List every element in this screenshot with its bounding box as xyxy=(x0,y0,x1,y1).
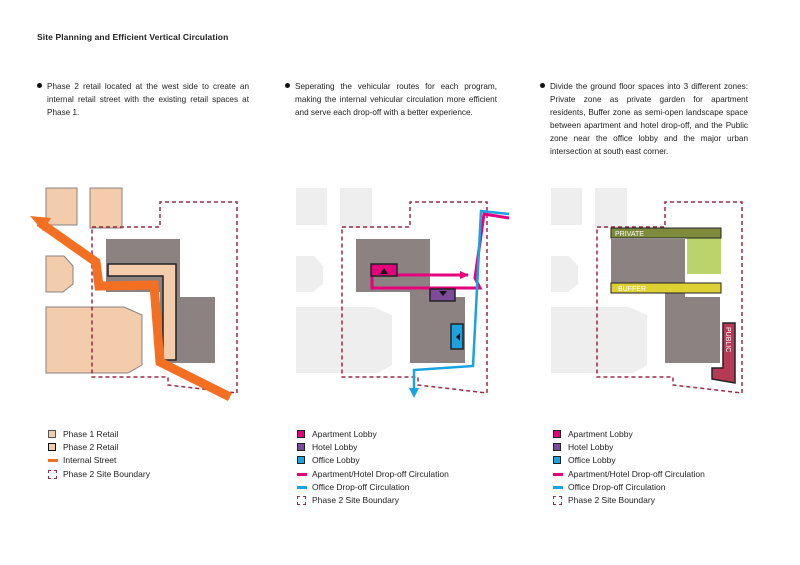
legend-item: Phase 2 Retail xyxy=(48,441,150,454)
legend-label: Office Drop-off Circulation xyxy=(568,481,666,492)
legend-item: Apartment/Hotel Drop-off Circulation xyxy=(553,468,705,481)
phase1-retail-block xyxy=(45,187,78,226)
office-lobby-swatch-icon xyxy=(297,456,305,465)
office-circulation-line-icon xyxy=(297,485,307,489)
bullet-retail: Phase 2 retail located at the west side … xyxy=(37,80,249,119)
lobby-arrow-icon xyxy=(439,291,447,296)
apartment-lobby-swatch-icon xyxy=(297,430,305,438)
legend-item: Apartment Lobby xyxy=(553,428,705,441)
legend-item: Office Drop-off Circulation xyxy=(553,481,705,494)
buffer-zone-bar xyxy=(610,282,722,294)
phase1-retail-block xyxy=(89,187,123,229)
office-circulation-line-icon xyxy=(553,485,563,489)
office-dropoff-circulation xyxy=(412,209,510,392)
private-zone-bar xyxy=(610,227,722,239)
legend-label: Apartment/Hotel Drop-off Circulation xyxy=(312,468,449,479)
legend-label: Phase 2 Retail xyxy=(63,442,119,453)
retail-diagram xyxy=(30,187,238,402)
hotel-lobby-swatch-icon xyxy=(553,443,561,452)
legend-retail: Phase 1 Retail Phase 2 Retail Internal S… xyxy=(48,428,150,481)
circulation-diagram xyxy=(296,188,510,398)
bullet-dot-icon xyxy=(37,83,42,88)
buffer-zone-label: BUFFER xyxy=(618,286,646,293)
legend-label: Internal Street xyxy=(63,455,117,466)
legend-item: Office Lobby xyxy=(553,454,705,467)
apartment-lobby-swatch-icon xyxy=(553,430,561,438)
context-block xyxy=(551,307,647,373)
legend-item: Hotel Lobby xyxy=(553,441,705,454)
circulation-arrow-icon xyxy=(409,388,419,398)
legend-label: Office Drop-off Circulation xyxy=(312,481,410,492)
site-boundary-swatch-icon xyxy=(553,495,562,505)
public-zone-label: PUBLIC xyxy=(724,327,731,352)
lobby-arrow-icon xyxy=(380,268,388,274)
site-boundary-swatch-icon xyxy=(297,495,306,505)
legend-label: Phase 2 Site Boundary xyxy=(63,468,150,479)
circulation-arrow-icon xyxy=(460,271,469,279)
apt-hotel-circulation-line-icon xyxy=(297,472,307,476)
legend-item: Phase 2 Site Boundary xyxy=(553,494,705,507)
legend-item: Phase 2 Site Boundary xyxy=(48,468,150,481)
context-block xyxy=(551,188,582,225)
legend-item: Phase 2 Site Boundary xyxy=(297,494,449,507)
internal-street-arrow-icon xyxy=(30,216,51,231)
legend-label: Phase 2 Site Boundary xyxy=(312,494,399,505)
phase2-building xyxy=(611,239,720,363)
legend-label: Phase 1 Retail xyxy=(63,429,119,439)
bullet-zones: Divide the ground floor spaces into 3 di… xyxy=(540,80,748,159)
context-block xyxy=(595,188,627,228)
bullet-text: Phase 2 retail located at the west side … xyxy=(47,82,249,118)
legend-item: Office Lobby xyxy=(297,454,449,467)
public-zone xyxy=(711,322,736,384)
legend-label: Office Lobby xyxy=(568,455,616,466)
private-garden xyxy=(687,238,721,274)
context-block xyxy=(551,256,578,292)
legend-label: Hotel Lobby xyxy=(568,442,614,453)
phase1-retail-swatch-icon xyxy=(48,430,56,438)
legend-item: Hotel Lobby xyxy=(297,441,449,454)
legend-label: Phase 2 Site Boundary xyxy=(568,494,655,505)
legend-label: Apartment Lobby xyxy=(568,429,633,439)
legend-item: Internal Street xyxy=(48,454,150,467)
bullet-dot-icon xyxy=(540,83,545,88)
context-block xyxy=(340,188,372,228)
phase2-site-boundary xyxy=(91,201,238,394)
legend-item: Apartment Lobby xyxy=(297,428,449,441)
phase2-site-boundary xyxy=(596,201,743,394)
legend-label: Apartment Lobby xyxy=(312,429,377,439)
legend-item: Office Drop-off Circulation xyxy=(297,481,449,494)
hotel-lobby-swatch-icon xyxy=(297,443,305,452)
phase2-retail-swatch-icon xyxy=(48,443,56,452)
legend-item: Apartment/Hotel Drop-off Circulation xyxy=(297,468,449,481)
phase2-site-boundary xyxy=(341,201,488,394)
phase1-retail-block xyxy=(45,306,143,374)
legend-zones: Apartment Lobby Hotel Lobby Office Lobby… xyxy=(553,428,705,507)
legend-label: Office Lobby xyxy=(312,455,360,466)
private-zone-label: PRIVATE xyxy=(615,231,644,238)
legend-item: Phase 1 Retail xyxy=(48,428,150,441)
internal-street-line-icon xyxy=(48,459,58,463)
legend-label: Hotel Lobby xyxy=(312,442,358,453)
bullet-text: Divide the ground floor spaces into 3 di… xyxy=(550,82,748,157)
zones-diagram: PRIVATE BUFFER PUBLIC xyxy=(551,188,743,394)
internal-street xyxy=(36,218,233,402)
context-block xyxy=(296,188,327,225)
apt-hotel-circulation-line-icon xyxy=(553,472,563,476)
office-lobby-swatch-icon xyxy=(553,456,561,465)
lobby-arrow-icon xyxy=(456,333,460,341)
bullet-circulation: Seperating the vehicular routes for each… xyxy=(285,80,497,119)
site-boundary-swatch-icon xyxy=(48,469,57,479)
legend-circulation: Apartment Lobby Hotel Lobby Office Lobby… xyxy=(297,428,449,507)
bullet-text: Seperating the vehicular routes for each… xyxy=(295,82,497,118)
legend-label: Apartment/Hotel Drop-off Circulation xyxy=(568,468,705,479)
phase1-retail-block xyxy=(45,255,74,293)
bullet-dot-icon xyxy=(285,83,290,88)
context-block xyxy=(296,307,392,373)
page-title: Site Planning and Efficient Vertical Cir… xyxy=(37,32,229,42)
context-block xyxy=(296,256,323,292)
